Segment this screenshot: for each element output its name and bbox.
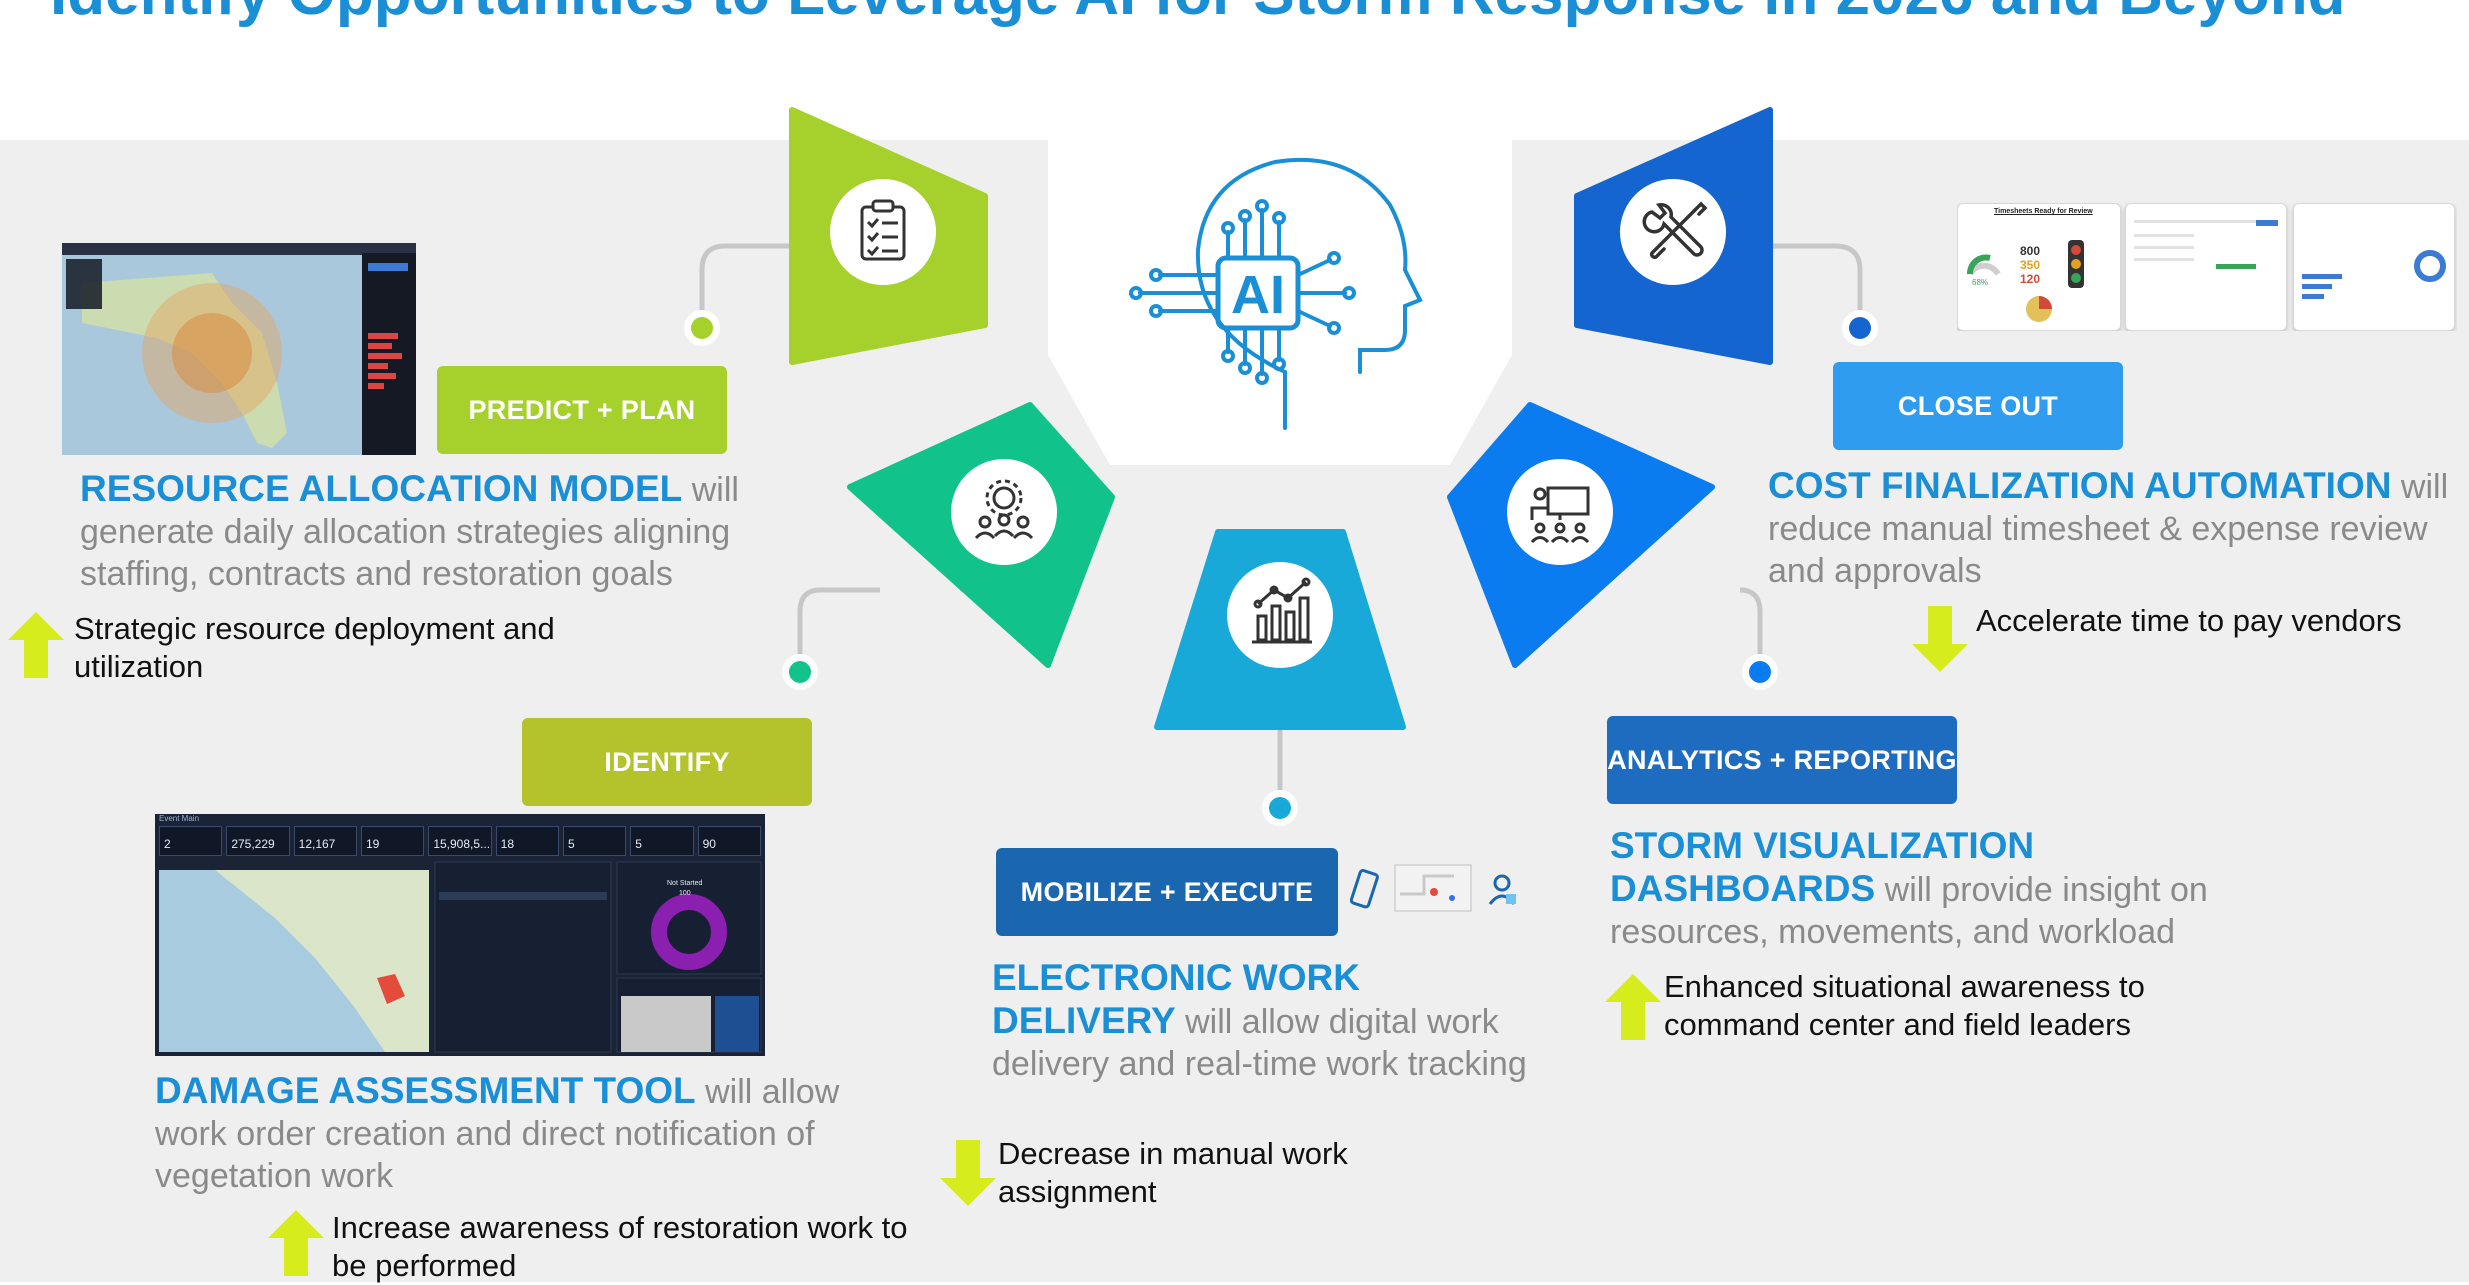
gauge-value: 68% xyxy=(1972,278,1989,287)
wrench-screwdriver-icon xyxy=(1642,201,1708,260)
timesheet-dashboard-thumbnail: Timesheets Ready for Review 68% 800 350 … xyxy=(1957,203,2457,331)
analytics-description: STORM VISUALIZATION DASHBOARDS will prov… xyxy=(1610,825,2240,953)
kpi-tile: 275,229 xyxy=(226,826,290,856)
mobile-device-icon xyxy=(1350,869,1379,909)
stat-1: 800 xyxy=(2020,244,2041,258)
analytics-chart-icon xyxy=(1252,577,1312,644)
analytics-impact-up-arrow-icon xyxy=(1605,974,1661,1040)
closeout-description-text: will reduce manual timesheet & expense r… xyxy=(1768,468,2449,590)
identify-description-text: will allow work order creation and direc… xyxy=(155,1073,840,1195)
connector-dots xyxy=(684,310,1878,826)
analytics-impact: Enhanced situational awareness to comman… xyxy=(1664,969,2145,1042)
mobilize-headline: ELECTRONIC WORK DELIVERY xyxy=(992,957,1360,1041)
resource-map-thumbnail xyxy=(62,243,416,455)
identify-pill: IDENTIFY xyxy=(522,718,812,806)
closeout-headline: COST FINALIZATION AUTOMATION xyxy=(1768,465,2392,506)
kpi-tile: 5 xyxy=(630,826,694,856)
donut-value: 100 xyxy=(679,890,691,897)
identify-impact: Increase awareness of restoration work t… xyxy=(332,1210,908,1283)
identify-description: DAMAGE ASSESSMENT TOOL will allow work o… xyxy=(155,1070,855,1197)
map-route-icon xyxy=(1394,864,1472,912)
predict-plan-pill: PREDICT + PLAN xyxy=(437,366,727,454)
timesheet-panel-3 xyxy=(2293,203,2455,331)
kpi-tile: 5 xyxy=(562,826,627,856)
timesheet-panel-1: Timesheets Ready for Review 68% 800 350 … xyxy=(1957,203,2121,331)
identify-headline: DAMAGE ASSESSMENT TOOL xyxy=(155,1070,696,1111)
traffic-light-icon xyxy=(2068,240,2084,288)
ai-center-label: AI xyxy=(1231,265,1285,325)
kpi-tile: 2 xyxy=(159,826,223,856)
field-worker-icon xyxy=(1488,874,1516,905)
map-image xyxy=(62,243,416,455)
kpi-tile: 18 xyxy=(495,826,559,856)
kpi-tile: 19 xyxy=(360,826,425,856)
kpi-tile: 15,908,5... xyxy=(428,826,492,856)
predict-impact: Strategic resource deployment and utiliz… xyxy=(74,611,555,684)
closeout-impact: Accelerate time to pay vendors xyxy=(1976,603,2402,638)
stat-2: 350 xyxy=(2020,258,2041,272)
mobilize-impact-down-arrow-icon xyxy=(940,1140,996,1206)
closeout-impact-down-arrow-icon xyxy=(1912,606,1968,672)
kpi-tile: 12,167 xyxy=(293,826,357,856)
identify-impact-up-arrow-icon xyxy=(268,1210,324,1276)
clipboard-checklist-icon xyxy=(860,199,906,261)
dashboard-title: Event Main xyxy=(159,814,200,823)
predict-impact-up-arrow-icon xyxy=(8,612,64,678)
team-gear-icon xyxy=(974,479,1034,540)
gauge-icon xyxy=(1967,254,2001,276)
mobilize-impact: Decrease in manual work assignment xyxy=(998,1136,1348,1209)
analytics-description-text: will provide insight on resources, movem… xyxy=(1610,871,2208,951)
predict-description-text: will generate daily allocation strategie… xyxy=(80,471,739,593)
pie-icon xyxy=(2026,296,2052,322)
analytics-reporting-pill: ANALYTICS + REPORTING xyxy=(1607,716,1957,804)
ai-head-circuit-icon xyxy=(1129,157,1423,430)
predict-headline: RESOURCE ALLOCATION MODEL xyxy=(80,468,683,509)
timesheet-panel-2 xyxy=(2125,203,2287,331)
predict-description: RESOURCE ALLOCATION MODEL will generate … xyxy=(80,468,780,595)
kpi-tile: 90 xyxy=(697,826,761,856)
stat-3: 120 xyxy=(2020,272,2041,286)
dashboard-panels xyxy=(159,861,762,1053)
presentation-audience-icon xyxy=(1530,486,1590,544)
mobilize-description-text: will allow digital work delivery and rea… xyxy=(992,1003,1527,1083)
closeout-description: COST FINALIZATION AUTOMATION will reduce… xyxy=(1768,465,2468,592)
donut-label: Not Started xyxy=(667,880,703,887)
mobilize-description: ELECTRONIC WORK DELIVERY will allow digi… xyxy=(992,957,1552,1085)
close-out-pill: CLOSE OUT xyxy=(1833,362,2123,450)
mobilize-execute-pill: MOBILIZE + EXECUTE xyxy=(996,848,1338,936)
timesheet-title: Timesheets Ready for Review xyxy=(1994,208,2093,215)
analytics-headline: STORM VISUALIZATION DASHBOARDS xyxy=(1610,825,2035,909)
